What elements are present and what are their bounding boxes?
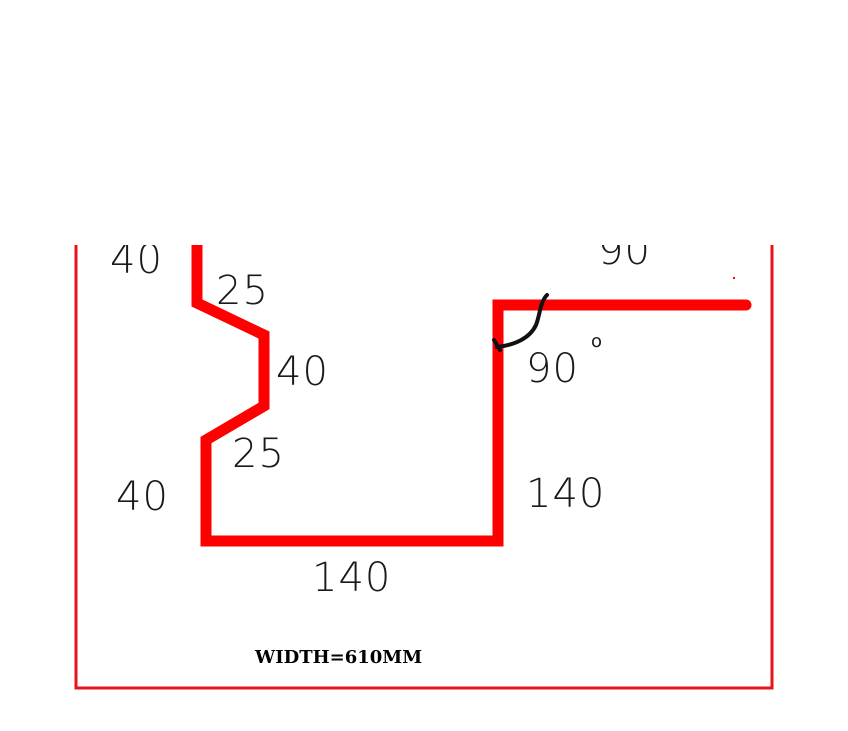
profile-line — [191, 245, 746, 547]
dim-lower-left-vertical: 40 — [116, 474, 169, 520]
dim-upper-slant: 25 — [216, 268, 269, 314]
top-crop-mask — [0, 0, 848, 245]
dim-right-vertical: 140 — [526, 471, 605, 517]
dim-lower-slant: 25 — [232, 431, 285, 477]
profile-end-cap — [740, 299, 752, 311]
stray-mark — [733, 277, 735, 279]
dim-bottom: 140 — [312, 555, 391, 601]
width-label: WIDTH=610MM — [254, 647, 422, 668]
dim-angle: 90 — [526, 346, 579, 392]
drawing-frame — [74, 245, 774, 690]
dim-middle-vertical: 40 — [276, 349, 329, 395]
dim-angle-degree-symbol: o — [591, 331, 602, 352]
angle-arc-tick — [492, 338, 502, 352]
angle-arc-mark — [495, 293, 549, 349]
